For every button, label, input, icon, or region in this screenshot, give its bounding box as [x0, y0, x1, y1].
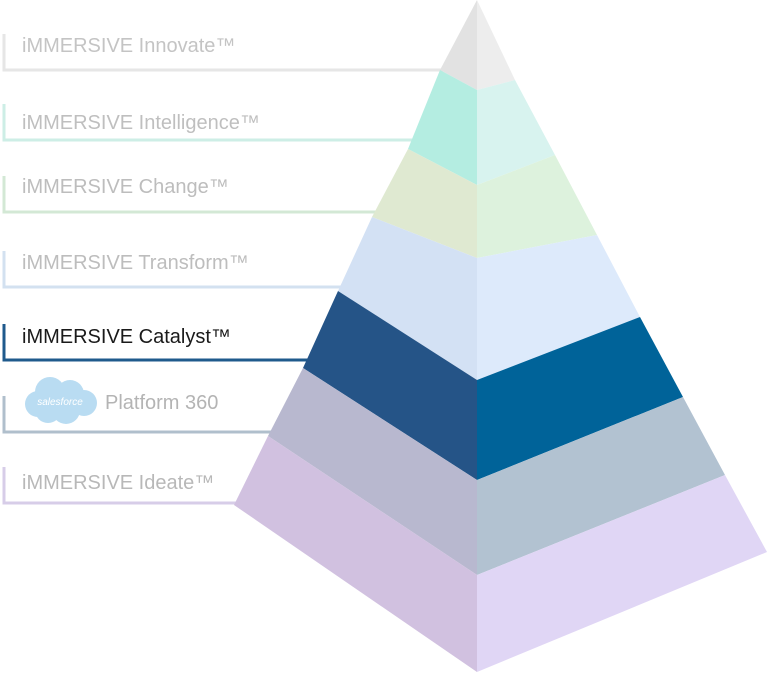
layer-2-label: iMMERSIVE Intelligence™ [22, 112, 260, 134]
pyramid-layer-6[interactable] [268, 368, 725, 575]
pyramid-layer-1[interactable] [440, 0, 515, 90]
pyramid-layer-6-right-face [477, 397, 725, 575]
pyramid-layer-4-right-face [477, 235, 640, 380]
layer-4-connector [2, 251, 350, 289]
layer-1-label-group[interactable]: iMMERSIVE Innovate™ [2, 34, 453, 72]
layer-5-connector [2, 324, 316, 362]
layer-5-label: iMMERSIVE Catalyst™ [22, 326, 231, 348]
pyramid-layer-3-left-face [372, 149, 477, 258]
layer-1-connector [2, 34, 453, 72]
pyramid-layer-7[interactable] [234, 436, 767, 672]
layer-3-label-group[interactable]: iMMERSIVE Change™ [2, 176, 385, 214]
pyramid-layer-5-right-face [477, 317, 683, 480]
pyramid-layer-1-right-face [477, 0, 515, 90]
layer-7-label: iMMERSIVE Ideate™ [22, 472, 214, 494]
pyramid-layer-1-left-face [440, 0, 477, 90]
pyramid-layer-4[interactable] [338, 217, 640, 380]
salesforce-logo-icon: salesforce [25, 377, 97, 424]
layer-4-label-group[interactable]: iMMERSIVE Transform™ [2, 251, 350, 289]
pyramid-layer-7-left-face [234, 436, 477, 672]
pyramid-layer-4-left-face [338, 217, 477, 380]
pyramid-layer-3[interactable] [372, 149, 597, 258]
pyramid-layer-6-left-face [268, 368, 477, 575]
layer-6-label: Platform 360 [105, 392, 218, 414]
pyramid-layer-2-right-face [477, 80, 555, 185]
layer-7-connector [2, 467, 246, 505]
pyramid-layer-3-right-face [477, 155, 597, 258]
layer-2-connector [2, 104, 420, 142]
layer-3-label: iMMERSIVE Change™ [22, 176, 229, 198]
layer-2-label-group[interactable]: iMMERSIVE Intelligence™ [2, 104, 420, 142]
salesforce-logo-text: salesforce [37, 397, 83, 408]
pyramid-layer-2-left-face [408, 70, 477, 185]
layer-6-connector [2, 396, 281, 434]
layer-1-label: iMMERSIVE Innovate™ [22, 35, 235, 57]
pyramid-layer-7-right-face [477, 475, 767, 672]
pyramid-layer-5[interactable] [303, 291, 683, 480]
layer-5-label-group[interactable]: iMMERSIVE Catalyst™ [2, 324, 316, 362]
layer-7-label-group[interactable]: iMMERSIVE Ideate™ [2, 467, 246, 505]
pyramid-layer-2[interactable] [408, 70, 555, 185]
layer-4-label: iMMERSIVE Transform™ [22, 252, 249, 274]
pyramid-layer-5-left-face [303, 291, 477, 480]
layer-6-label-group[interactable]: salesforce Platform 360 [2, 377, 281, 434]
layer-3-connector [2, 176, 385, 214]
